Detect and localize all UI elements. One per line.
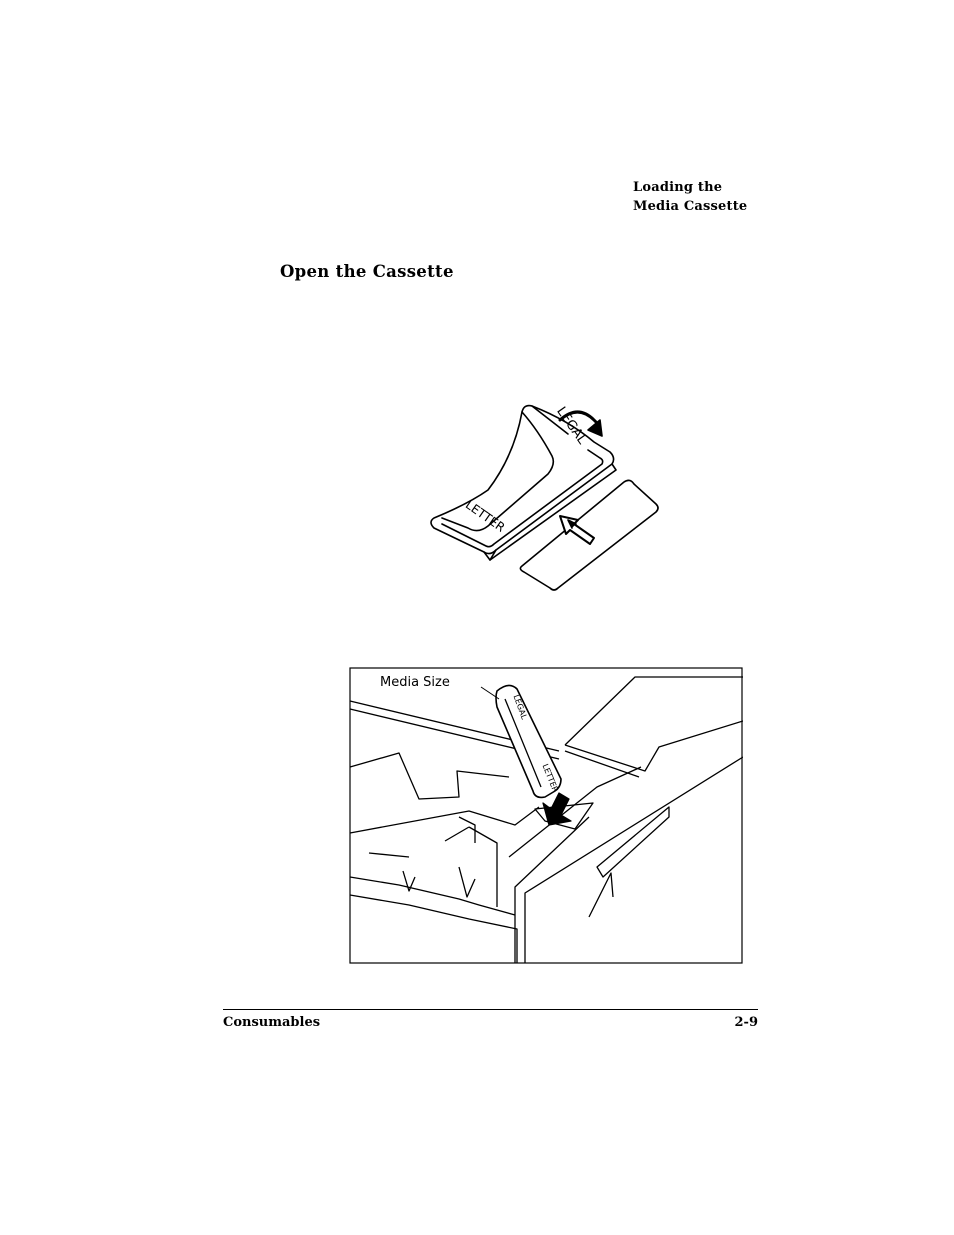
push-arrow-icon — [559, 515, 595, 545]
running-head: Loading the Media Cassette — [633, 178, 833, 216]
cassette-figure: Media Size LEGAL LETTER — [349, 667, 743, 964]
footer-chapter: Consumables — [223, 1015, 321, 1030]
running-head-line-1: Loading the — [633, 180, 723, 195]
footer-page-number: 2-9 — [734, 1015, 759, 1030]
media-size-dial-inserted — [495, 684, 562, 799]
media-size-dial-figure: LEGAL LETTER — [430, 404, 659, 591]
section-title: Open the Cassette — [280, 262, 454, 281]
running-head-line-2: Media Cassette — [633, 199, 748, 214]
callout-leader — [480, 686, 500, 700]
media-size-dial — [430, 404, 617, 561]
callout-media-size: Media Size — [380, 675, 450, 690]
insert-arrow-icon — [542, 792, 572, 826]
footer-rule — [223, 1009, 758, 1010]
rotate-arrow-icon — [558, 410, 603, 437]
